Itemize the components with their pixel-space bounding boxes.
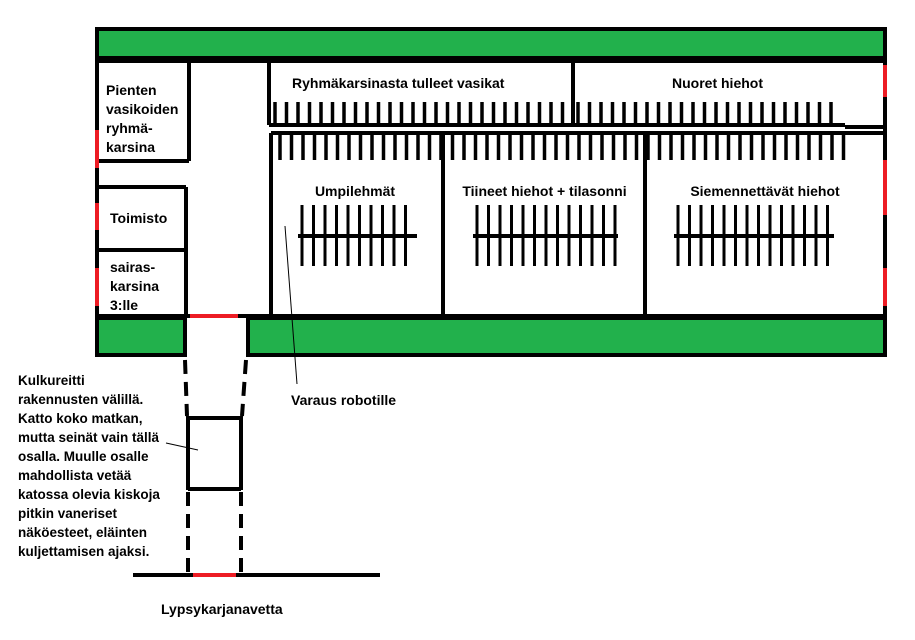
walkway-note: Kulkureitti rakennusten välillä. Katto k… — [18, 371, 160, 561]
room-young-heifers: Nuoret hiehot — [672, 75, 763, 91]
room-insemination-heifers: Siemennettävät hiehot — [690, 183, 840, 199]
small-calf-pen-line-3: ryhmä- — [106, 120, 153, 136]
walkway-right-dashed-upper — [240, 359, 248, 417]
room-small-calf-pen: Pienten vasikoiden ryhmä- karsina — [106, 81, 178, 157]
top-green-strip — [95, 27, 887, 60]
sick-pen-line-3: 3:lle — [110, 297, 139, 313]
walkway-left-dashed-upper — [183, 359, 189, 417]
walkway-note-line-4: mutta seinät vain tällä — [18, 430, 160, 445]
walkway-note-line-5: osalla. Muulle osalle — [18, 449, 149, 464]
sick-pen-line-1: sairas- — [110, 259, 156, 275]
room-sick-pen: sairas- karsina 3:lle — [110, 258, 159, 315]
robot-leader-line — [284, 225, 298, 385]
walkway-note-line-7: katossa olevia kiskoja — [18, 487, 160, 502]
walkway-note-line-2: rakennusten välillä. — [18, 392, 144, 407]
walkway-note-line-8: pitkin vaneriset — [18, 506, 118, 521]
robot-reservation-label: Varaus robotille — [291, 392, 397, 408]
walkway-note-line-6: mahdollista vetää — [18, 468, 132, 483]
walkway-note-line-10: kuljettamisen ajaksi. — [18, 544, 150, 559]
sick-pen-line-2: karsina — [110, 278, 160, 294]
bottom-left-green-strip — [95, 316, 187, 357]
room-pregnant-heifers: Tiineet hiehot + tilasonni — [462, 183, 627, 199]
walkway-note-line-1: Kulkureitti — [18, 373, 85, 388]
room-office: Toimisto — [110, 210, 168, 226]
room-dry-cows: Umpilehmät — [314, 183, 396, 199]
small-calf-pen-line-1: Pienten — [106, 82, 157, 98]
bottom-right-green-strip — [246, 316, 887, 357]
walkway-leader-line — [165, 442, 199, 451]
small-calf-pen-line-4: karsina — [106, 139, 156, 155]
walkway-note-line-3: Katto koko matkan, — [18, 411, 143, 426]
dairy-barn-label: Lypsykarjanavetta — [161, 601, 283, 617]
walkway-note-line-9: näköesteet, eläinten — [18, 525, 148, 540]
small-calf-pen-line-2: vasikoiden — [106, 101, 179, 117]
room-group-pen-calves: Ryhmäkarsinasta tulleet vasikat — [292, 75, 505, 91]
